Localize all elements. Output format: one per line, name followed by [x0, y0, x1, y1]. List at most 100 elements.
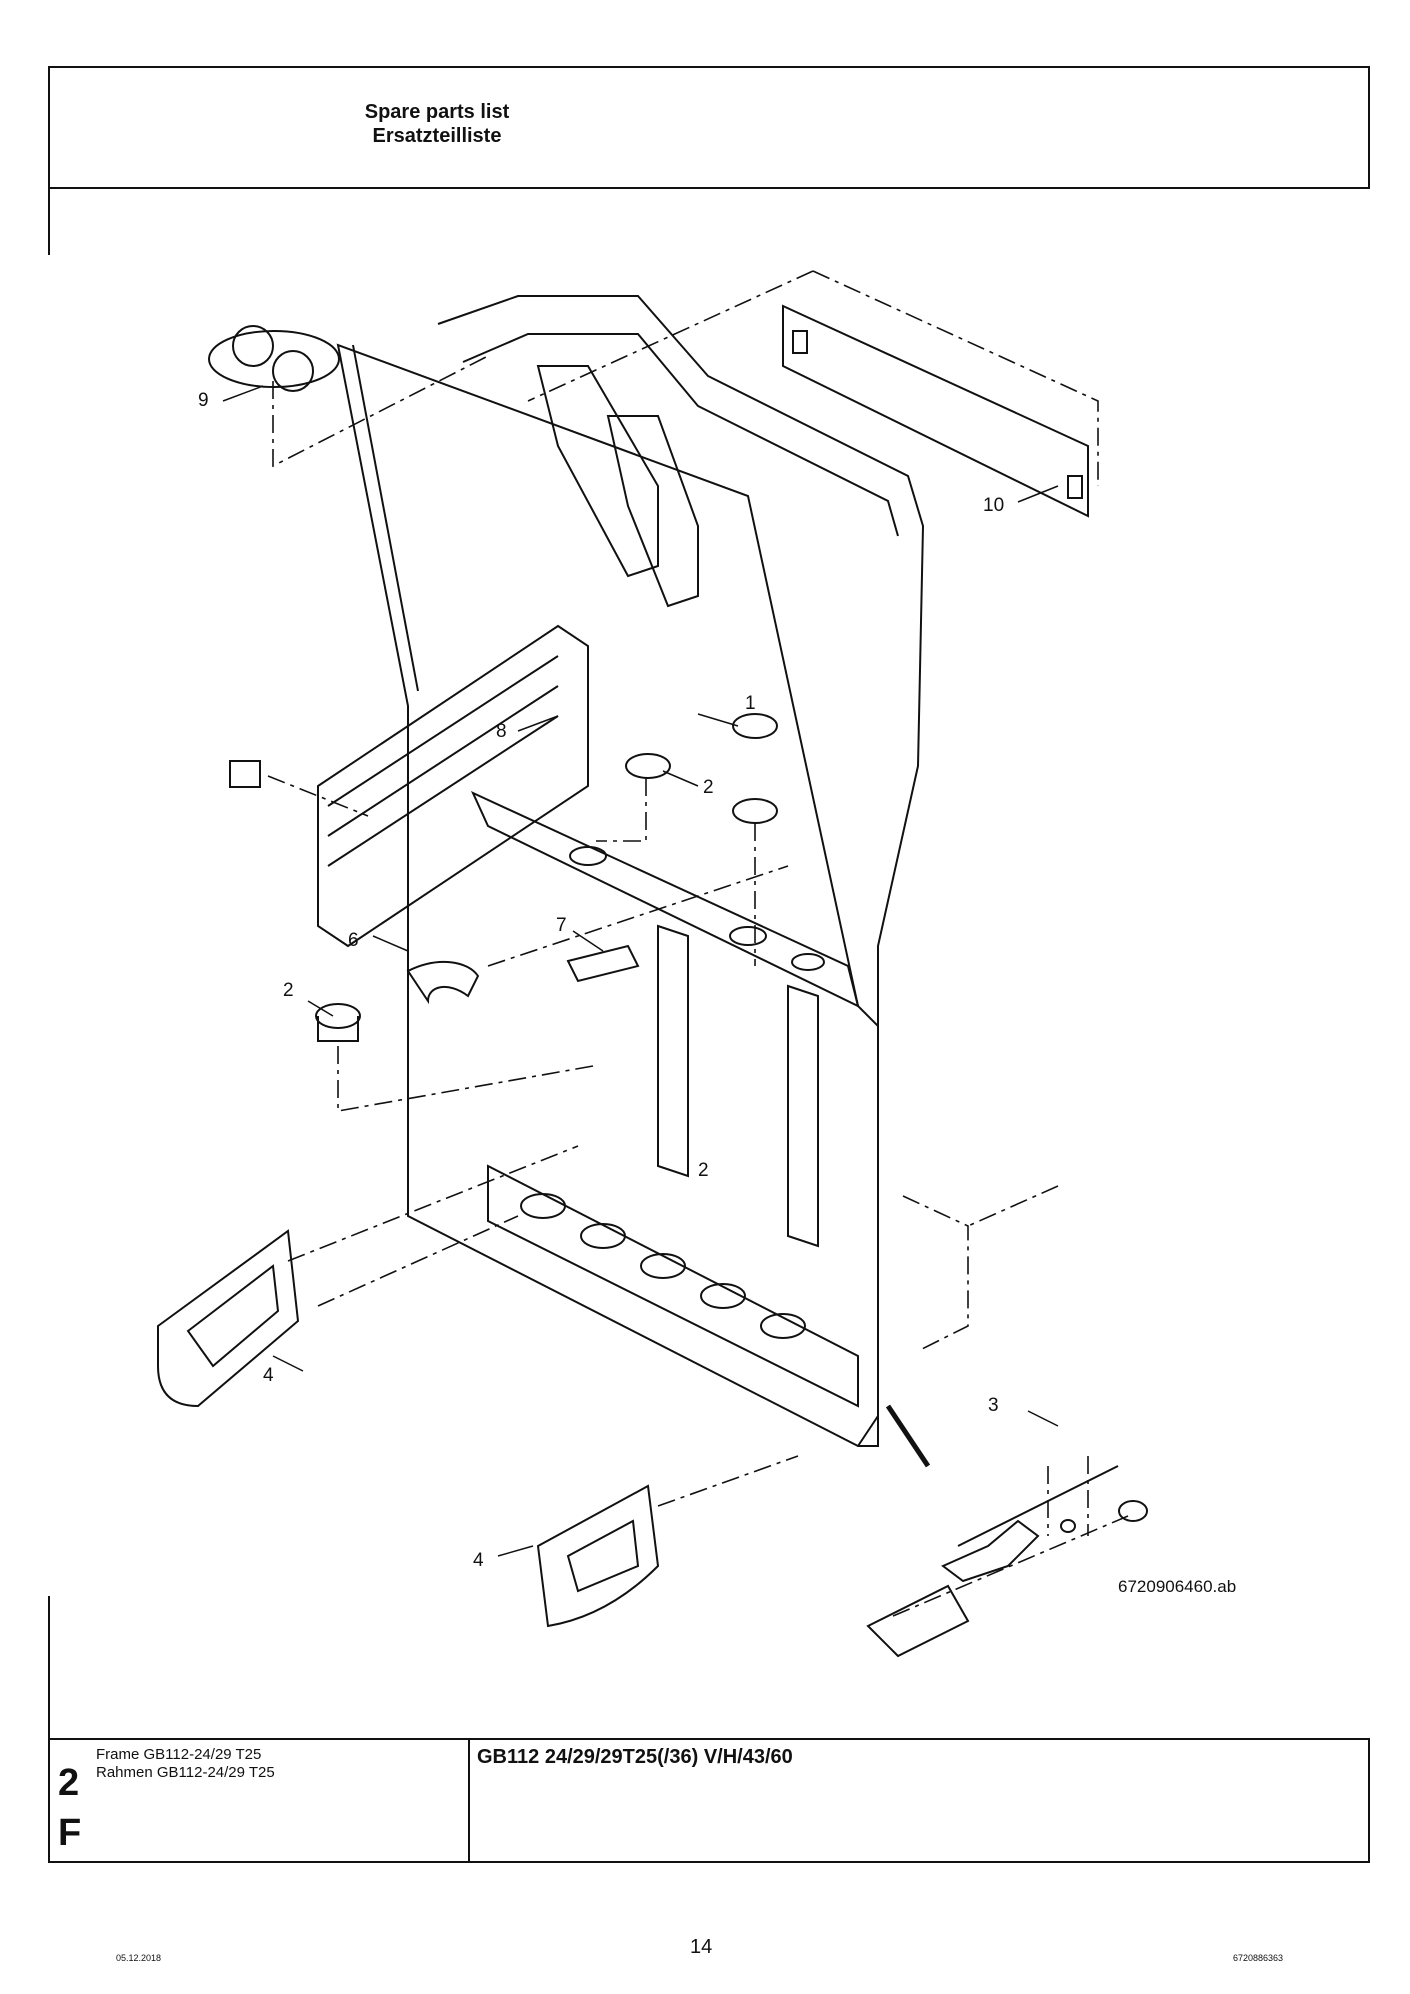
assembly-line: [317, 1215, 519, 1307]
shelf-hole: [729, 926, 767, 946]
leader-7: [572, 930, 604, 952]
frame-left-rail: [352, 344, 419, 692]
left-border-bottom: [48, 1596, 50, 1738]
bottom-tray: [487, 1164, 859, 1408]
assembly-line: [487, 865, 789, 967]
callout-10: 10: [983, 495, 1004, 516]
channel-right: [787, 984, 819, 1248]
part-8-panel: [317, 624, 589, 948]
part-3-washer: [1060, 1519, 1076, 1533]
part-10-rail: [782, 304, 1089, 518]
leader-4b: [497, 1545, 534, 1557]
seal-inner: [186, 1264, 280, 1368]
top-bracket-right: [606, 415, 699, 608]
leader-3: [1027, 1410, 1059, 1427]
part-2-grommet: [315, 1003, 361, 1029]
leader-2b: [307, 1000, 334, 1017]
leader-2: [662, 770, 699, 787]
grommet-body: [317, 1016, 359, 1042]
title-german: Ersatzteilliste: [372, 125, 502, 147]
leader-8: [517, 715, 559, 732]
shelf-hole: [791, 953, 825, 971]
caption-german: Rahmen GB112-24/29 T25: [96, 1764, 275, 1781]
part-3-nut: [1118, 1500, 1148, 1522]
callout-7: 7: [556, 915, 567, 936]
callout-4: 4: [263, 1365, 274, 1386]
caption-english: Frame GB112-24/29 T25: [96, 1746, 262, 1763]
part-4-seal-upper: [157, 1229, 300, 1408]
part-3-leader-line: [957, 1465, 1119, 1547]
part-7-holder: [566, 944, 640, 983]
left-border-top: [48, 189, 50, 255]
title-english: Spare parts list: [364, 101, 510, 123]
section-number: 2: [58, 1762, 80, 1804]
callout-2: 2: [703, 777, 714, 798]
leader-6: [372, 935, 409, 952]
callout-2: 2: [698, 1160, 709, 1181]
callout-1: 1: [745, 693, 756, 714]
callout-6: 6: [348, 930, 359, 951]
part-2-grommet: [625, 753, 671, 779]
assembly-line: [902, 1195, 969, 1352]
rail-slot: [1067, 475, 1083, 499]
housing-top-edge: [462, 333, 899, 537]
model-designation: GB112 24/29/29T25(/36) V/H/43/60: [477, 1746, 793, 1768]
exploded-view-drawing: 1 2 2 2 3 4 4 6 7 8 9 10 6720906460.ab: [157, 270, 1236, 1658]
sensor-pointer: [885, 1404, 931, 1468]
part-4-seal-lower: [536, 1484, 660, 1628]
page-title: Spare parts list Ersatzteilliste: [297, 100, 577, 148]
title-block-divider: [468, 1740, 470, 1861]
section-letter: F: [58, 1812, 82, 1854]
tray-hole: [760, 1313, 806, 1339]
rail-slot: [792, 330, 808, 354]
leader-1: [697, 713, 739, 727]
assembly-line: [812, 270, 1099, 486]
assembly-line: [892, 1515, 1129, 1617]
channel-left: [657, 924, 689, 1178]
callout-8: 8: [496, 721, 507, 742]
shelf-hole: [569, 846, 607, 866]
assembly-line: [337, 1046, 594, 1112]
leader-10: [1017, 485, 1059, 503]
part-9-grommet: [208, 330, 340, 388]
tray-hole: [700, 1283, 746, 1309]
callout-3: 3: [988, 1395, 999, 1416]
assembly-line: [967, 1185, 1059, 1227]
assembly-line: [596, 778, 647, 842]
leader-9: [222, 385, 264, 402]
header-frame: Spare parts list Ersatzteilliste: [48, 66, 1370, 189]
part-3-clip: [866, 1584, 970, 1658]
grommet-hole: [272, 350, 314, 392]
leader-4: [272, 1355, 304, 1372]
seal-inner: [566, 1519, 640, 1593]
title-block-frame: 2 F Frame GB112-24/29 T25 Rahmen GB112-2…: [48, 1738, 1370, 1863]
assembly-line: [527, 270, 814, 402]
drawing-code: 6720906460.ab: [1118, 1577, 1236, 1596]
clip-component: [229, 760, 261, 788]
tray-hole: [520, 1193, 566, 1219]
bottom-shelf: [470, 790, 860, 1008]
document-sheet: Spare parts list Ersatzteilliste: [48, 66, 1370, 1863]
top-bracket-left: [536, 365, 659, 578]
callout-4: 4: [473, 1550, 484, 1571]
assembly-line: [287, 1145, 579, 1262]
assembly-line: [657, 1455, 799, 1507]
assembly-line: [267, 775, 369, 817]
grommet-hole: [232, 325, 274, 367]
part-2-grommet: [732, 798, 778, 824]
callout-9: 9: [198, 390, 209, 411]
frame-plate: [336, 343, 879, 1447]
part-3-sensor: [941, 1519, 1040, 1583]
footer-date: 05.12.2018: [116, 1953, 162, 1963]
part-6-clip: [406, 960, 480, 1005]
tray-hole: [640, 1253, 686, 1279]
panel-rib: [327, 715, 559, 867]
page-number: 14: [690, 1936, 713, 1958]
callout-2: 2: [283, 980, 294, 1001]
panel-rib: [327, 655, 559, 807]
tray-hole: [580, 1223, 626, 1249]
assembly-line: [272, 355, 489, 468]
part-1-cap: [732, 713, 778, 739]
document-number: 6720886363: [1233, 1953, 1284, 1963]
panel-rib: [327, 685, 559, 837]
